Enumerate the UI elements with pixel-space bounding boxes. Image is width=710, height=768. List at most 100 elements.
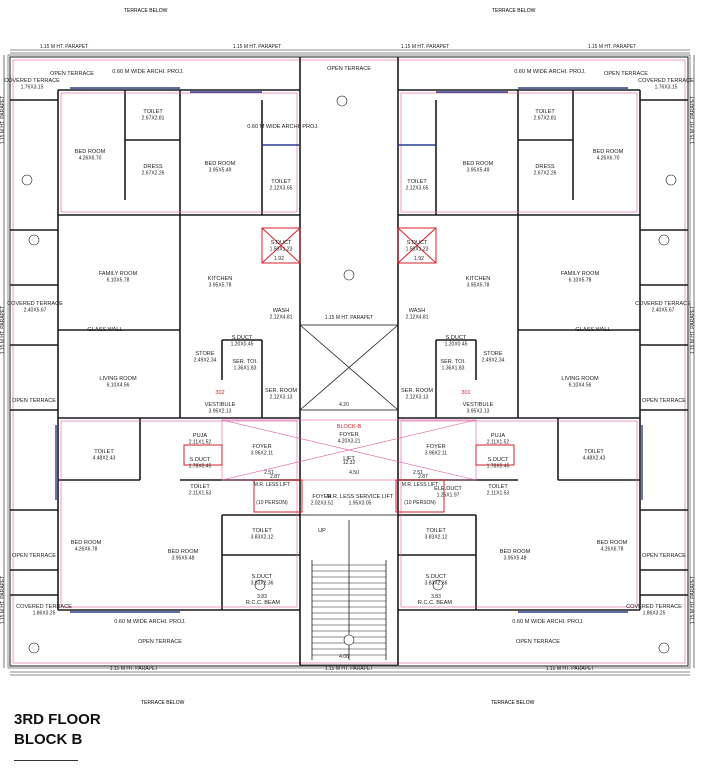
left-room-name: STORE [195,351,214,357]
lift-left-label: M.R. LESS LIFT [254,482,290,488]
side-parapet-label: 1.15 M HT. PARAPET [690,576,696,625]
left-room-dim: 3.95X2.13 [209,409,232,415]
right-room-dim: 1.36X1.83 [442,366,465,372]
left-room-dim: 3.95X5.78 [209,283,232,289]
right-room-name: OPEN TERRACE [642,553,686,559]
top-parapet-label: 1.15 M HT. PARAPET [233,44,282,50]
dimension-label: 3.83 [431,594,441,600]
left-room-dim: 2.11X1.53 [189,491,212,497]
left-room-dim: 1.36X1.83 [234,366,257,372]
right-room-dim: 4.26X6.78 [601,547,624,553]
left-room-dim: 3.95X5.48 [172,556,195,562]
right-room-dim: 4.26X6.70 [597,156,620,162]
building-outline [7,54,691,669]
terrace-below-bottom-left: TERRACE BELOW [141,700,185,706]
left-room-dim: 2.67X2.26 [142,171,165,177]
left-room-dim: 4.48X2.43 [93,456,116,462]
right-room-dim: 1.78X0.45 [487,464,510,470]
lift-right-capacity: (10 PERSON) [404,500,436,506]
right-room-dim: 1.20X0.45 [445,342,468,348]
left-room-dim: 6.10X4.56 [107,383,130,389]
left-room-dim: 2.12X3.65 [270,186,293,192]
right-room-dim: 2.11X1.52 [487,440,510,446]
left-room-name: OPEN TERRACE [50,71,94,77]
left-room-dim: 2.12X4.81 [270,315,293,321]
drawing-title: 3RD FLOOR BLOCK B [14,710,101,750]
right-room-name: PUJA [491,433,506,439]
right-room-name: S.DUCT [426,574,447,580]
right-room-name: BED ROOM [593,149,624,155]
center-room-name: M.R. LESS SERVICE LIFT [327,494,394,500]
dimension-label: 2.87 [418,474,428,480]
dimension-label: 1.92 [414,256,424,262]
left-room-name: OPEN TERRACE [12,553,56,559]
left-room-name: S.DUCT [190,457,211,463]
right-room-name: KITCHEN [466,276,491,282]
right-room-name: TOILET [407,179,427,185]
right-room-name: TOILET [426,528,446,534]
parapet-lines [3,49,695,676]
left-room-dim: 4.26X6.78 [75,547,98,553]
right-room-name: R.C.C. BEAM [418,600,453,606]
right-room-name: COVERED TERRACE [638,78,694,84]
left-room-dim: 3.83X2.36 [251,581,274,587]
right-room-name: TOILET [488,484,508,490]
right-room-dim: 2.12X4.81 [406,315,429,321]
right-room-name: S.DUCT [407,240,428,246]
left-room-dim: 3.95X5.49 [209,168,232,174]
bottom-parapet-label: 1.15 M HT. PARAPET [546,666,595,672]
left-room-name: GLASS WALL [87,327,122,333]
dimension-label: 4.20 [339,402,349,408]
right-room-dim: 3.95X2.13 [467,409,490,415]
right-room-name: 0.60 M WIDE ARCHI. PROJ. [514,69,586,75]
right-room-dim: 3.83X2.12 [425,535,448,541]
left-room-dim: 3.96X2.11 [251,451,274,457]
left-room-name: FOYER [252,444,271,450]
unit-number-301: 301 [461,390,470,396]
left-room-name: BED ROOM [75,149,106,155]
center-room-name: LIFT [343,456,355,462]
left-room-name: SER. TOI. [232,359,258,365]
dimension-label: 4.06 [339,654,349,660]
center-room-name: ELE.DUCT [434,486,462,492]
floor-title: 3RD FLOOR [14,711,101,728]
center-room-name: 0.60 M WIDE ARCHI. PROJ. [247,124,319,130]
right-room-name: COVERED TERRACE [626,604,682,610]
right-room-name: TOILET [584,449,604,455]
left-room-name: 0.60 M WIDE ARCHI. PROJ. [114,619,186,625]
right-room-name: TOILET [535,109,555,115]
left-room-name: 0.60 M WIDE ARCHI. PROJ. [112,69,184,75]
archi-projection-lines [55,87,643,613]
top-parapet-label: 1.15 M HT. PARAPET [40,44,89,50]
left-room-name: TOILET [252,528,272,534]
right-room-name: S.DUCT [446,335,467,341]
left-room-name: SER. ROOM [265,388,297,394]
left-room-dim: 4.26X6.70 [79,156,102,162]
right-room-dim: 2.67X2.81 [534,116,557,122]
left-room-name: S.DUCT [232,335,253,341]
left-room-name: BED ROOM [168,549,199,555]
left-room-name: TOILET [143,109,163,115]
left-room-name: COVERED TERRACE [4,78,60,84]
right-room-name: FOYER [426,444,445,450]
right-room-dim: 3.95X5.49 [467,168,490,174]
left-room-dim: 2.40X5.67 [24,308,47,314]
dimension-label: 2.51 [264,470,274,476]
left-room-name: OPEN TERRACE [138,639,182,645]
center-room-name: UP [318,528,326,534]
dimension-label: 12.32 [343,460,356,466]
side-parapet-label: 1.15 M HT. PARAPET [0,96,6,145]
right-room-name: 0.60 M WIDE ARCHI. PROJ. [512,619,584,625]
right-room-dim: 3.83X2.36 [425,581,448,587]
dimension-label: 3.83 [257,594,267,600]
right-room-name: BED ROOM [597,540,628,546]
title-underline [14,760,78,761]
left-room-name: BED ROOM [71,540,102,546]
right-room-dim: 2.49X2.34 [482,358,505,364]
right-room-dim: 1.76X3.15 [655,85,678,91]
left-room-name: S.DUCT [271,240,292,246]
right-room-dim: 4.48X2.43 [583,456,606,462]
left-room-name: COVERED TERRACE [16,604,72,610]
terrace-below-top-left: TERRACE BELOW [124,8,168,14]
